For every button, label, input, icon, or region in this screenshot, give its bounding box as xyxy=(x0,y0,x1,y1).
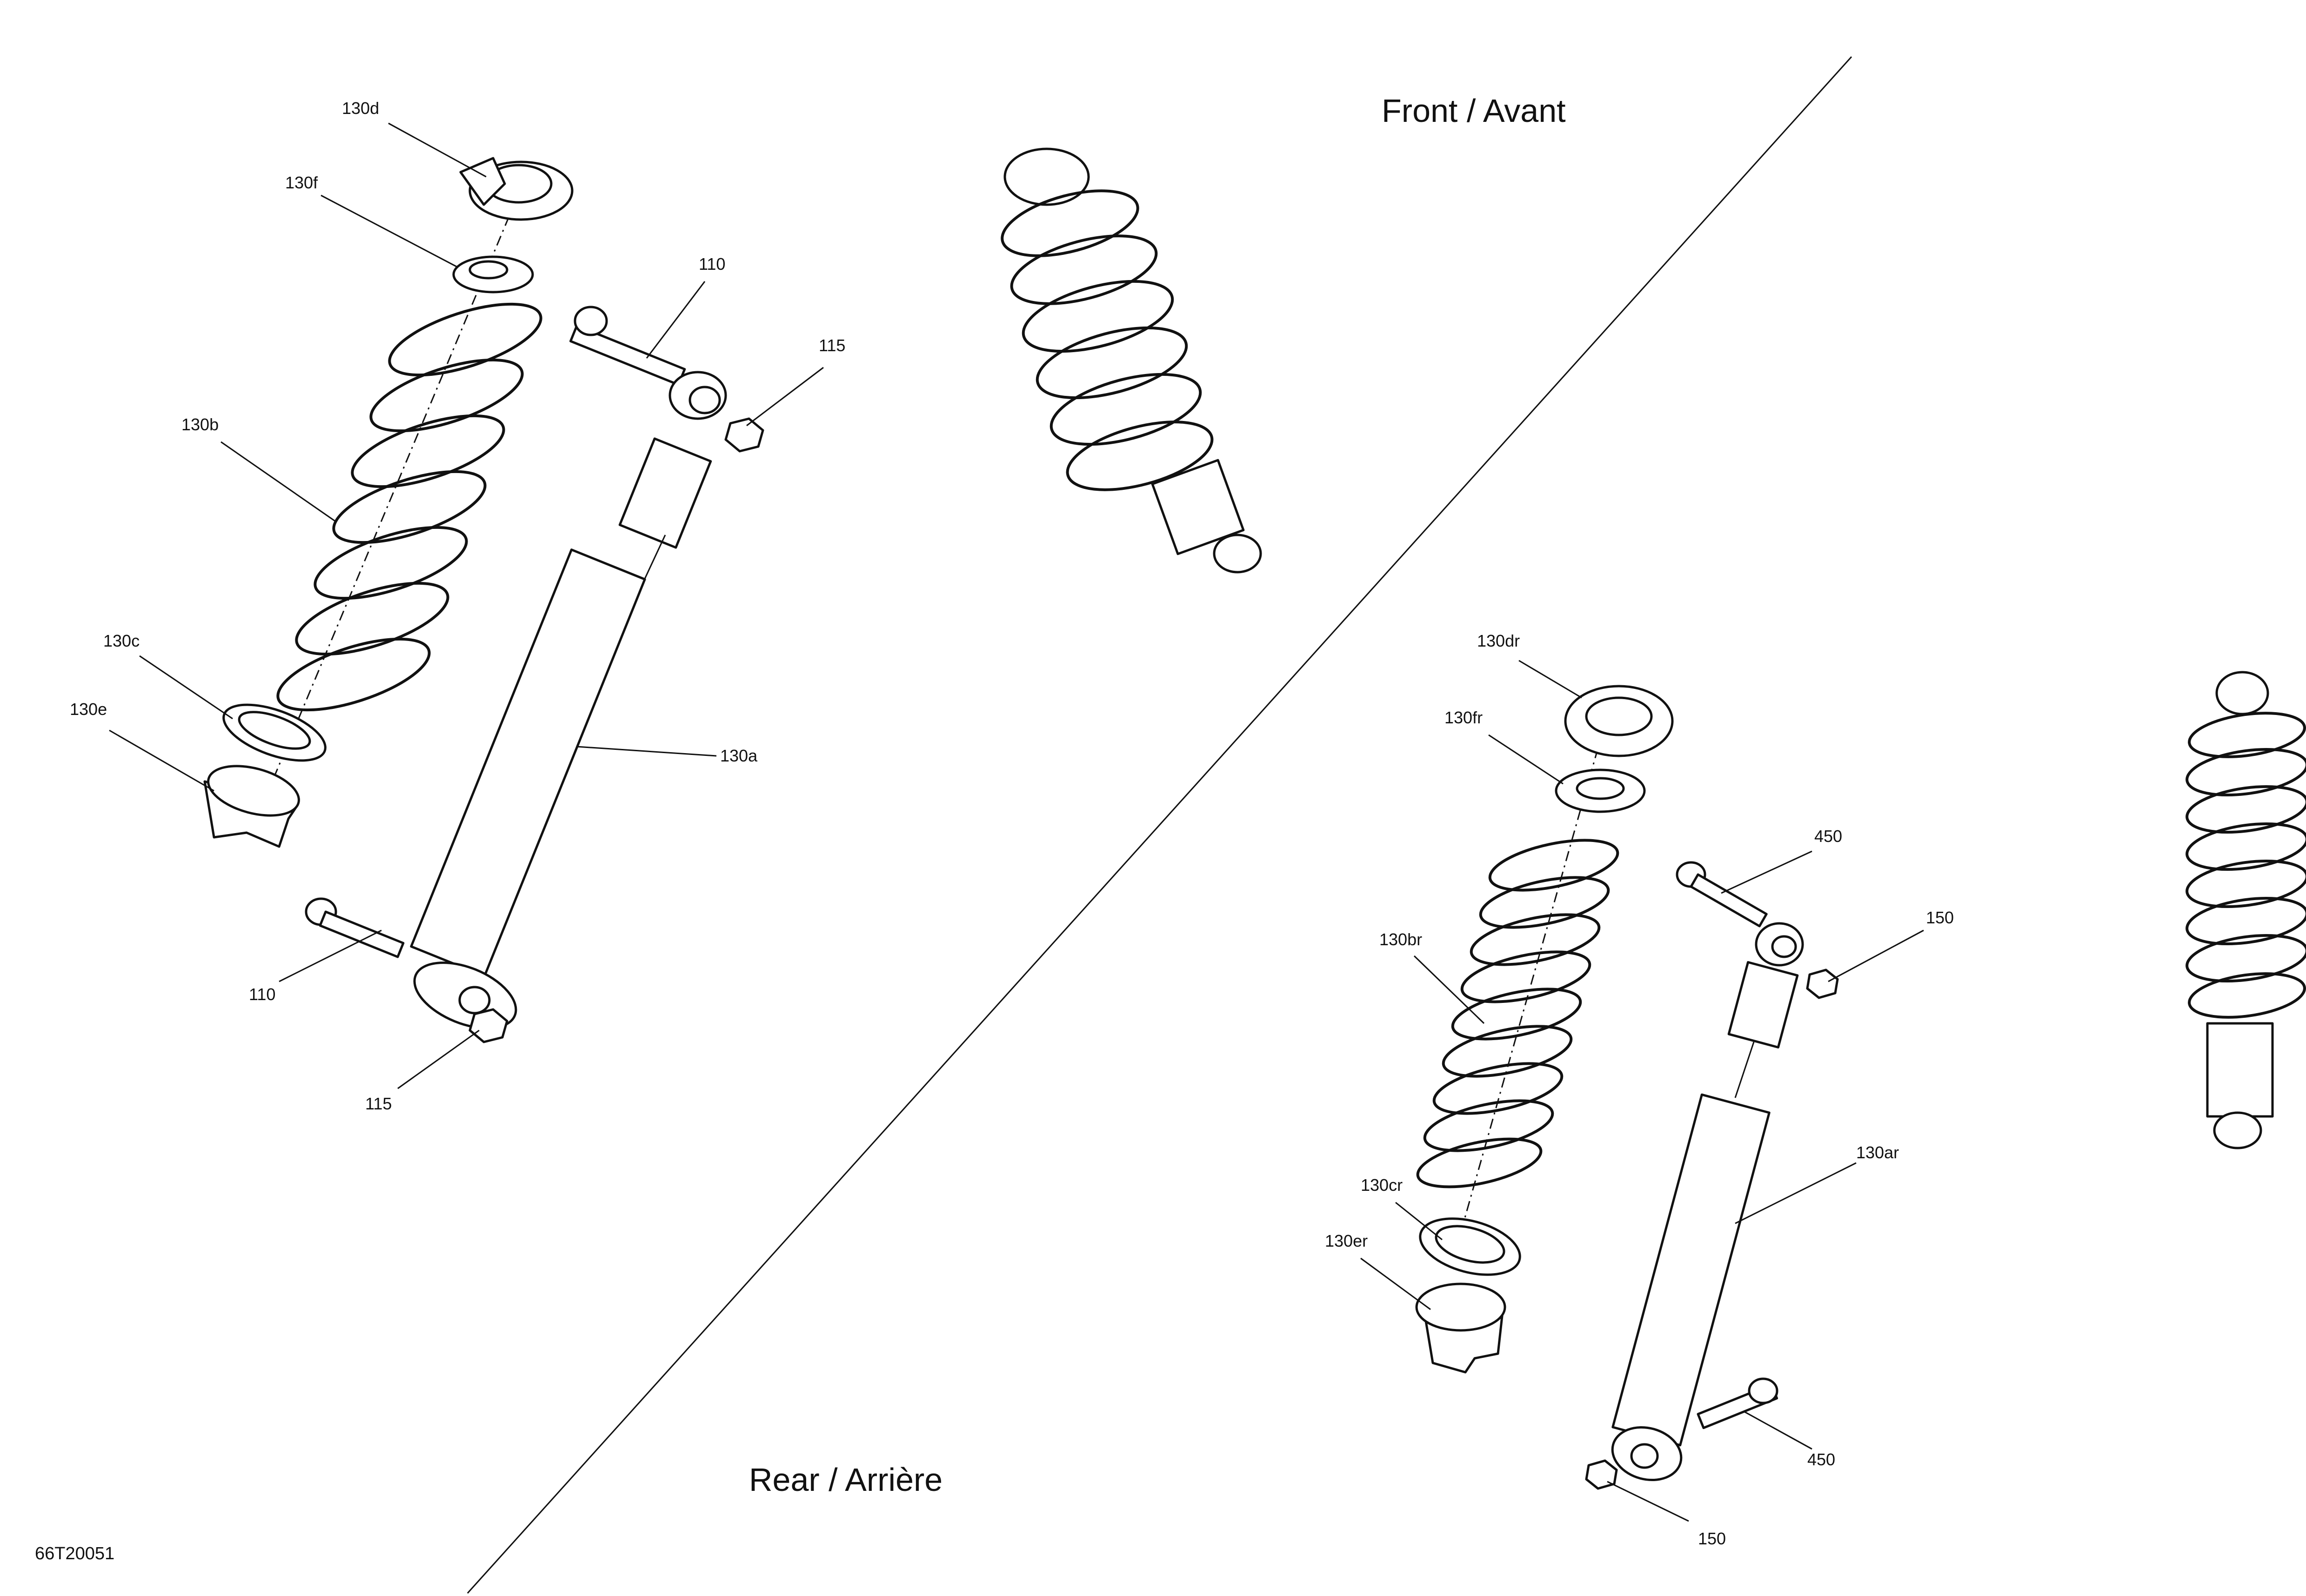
rear-coil-spring xyxy=(1416,839,1619,1189)
drawing-code: 66T20051 xyxy=(35,1544,114,1563)
rear-nut-top xyxy=(1806,968,1839,999)
rear-assembled-shock xyxy=(2186,671,2306,1149)
rear-shock-body xyxy=(1611,961,1799,1482)
front-shock-top-eye xyxy=(668,371,727,420)
callout-130b: 130b xyxy=(181,415,219,434)
front-exploded-assembly xyxy=(203,157,764,1043)
front-assembled-shock xyxy=(1001,147,1262,574)
section-divider xyxy=(467,56,1852,1594)
callout-130a: 130a xyxy=(720,746,758,765)
front-spring-seat xyxy=(222,703,327,762)
front-nut-bottom xyxy=(468,1008,508,1043)
callout-150-bottom: 150 xyxy=(1698,1529,1726,1548)
rear-section-title: Rear / Arrière xyxy=(749,1462,942,1498)
callout-110-top: 110 xyxy=(699,254,725,274)
rear-spring-seat xyxy=(1419,1217,1521,1276)
rear-bolt-top xyxy=(1676,861,1768,928)
rear-adjuster xyxy=(1415,1282,1506,1374)
callout-130cr: 130cr xyxy=(1361,1175,1403,1195)
callout-110-bottom: 110 xyxy=(249,985,275,1004)
rear-bolt-bottom xyxy=(1697,1377,1778,1429)
front-section-title: Front / Avant xyxy=(1382,93,1566,129)
callout-115-bottom: 115 xyxy=(365,1094,392,1113)
callout-130fr: 130fr xyxy=(1444,708,1483,727)
front-bolt-bottom xyxy=(305,897,405,958)
front-coil-spring xyxy=(276,302,542,712)
rear-shock-top-eye xyxy=(1755,922,1804,967)
front-spacer-top xyxy=(452,255,534,294)
callout-130dr: 130dr xyxy=(1477,631,1520,650)
rear-spring-cup-top xyxy=(1564,685,1674,757)
callout-leaders xyxy=(109,122,1924,1522)
callout-450-top: 450 xyxy=(1814,827,1842,846)
callout-130er: 130er xyxy=(1325,1231,1368,1250)
callout-450-bottom: 450 xyxy=(1807,1450,1835,1469)
front-adjuster xyxy=(203,765,300,848)
front-shock-body xyxy=(410,437,712,1029)
callout-130ar: 130ar xyxy=(1856,1143,1899,1162)
callout-130c: 130c xyxy=(103,631,140,650)
rear-spacer-top xyxy=(1555,768,1646,813)
rear-exploded-assembly xyxy=(1415,685,1839,1490)
callout-130d: 130d xyxy=(342,99,379,118)
callout-115-top: 115 xyxy=(819,336,845,355)
callout-130e: 130e xyxy=(70,700,107,719)
rear-nut-bottom xyxy=(1585,1459,1618,1490)
front-bolt-top xyxy=(569,306,686,386)
callout-130br: 130br xyxy=(1379,930,1422,949)
callout-130f: 130f xyxy=(285,173,318,192)
callout-150-top: 150 xyxy=(1926,908,1954,927)
front-nut-top xyxy=(724,417,764,453)
front-spring-cup-top xyxy=(459,157,574,221)
